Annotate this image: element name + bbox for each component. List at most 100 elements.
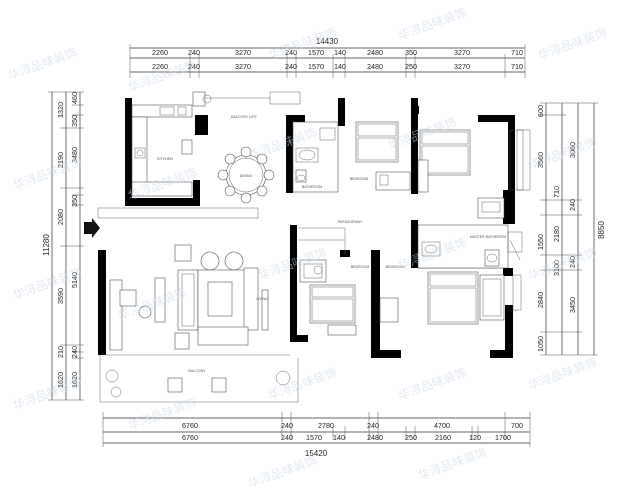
dim-label: 2160 — [435, 433, 451, 442]
dim-label: 240 — [188, 62, 200, 71]
left-dimension-lines — [48, 91, 84, 401]
dim-label: 2480 — [367, 433, 383, 442]
dim-label: 1050 — [536, 336, 545, 352]
dim-label: 2180 — [552, 226, 561, 242]
dim-label: 710 — [511, 62, 523, 71]
bathroom1-label: BATHROOM — [302, 185, 323, 189]
dim-label: 710 — [511, 48, 523, 57]
right-dims-outer: 600 3560 2180 3100 2840 1050 — [536, 105, 561, 352]
dim-label: 1620 — [70, 372, 79, 388]
dim-label: 1320 — [56, 102, 65, 118]
dim-label: 1570 — [308, 62, 324, 71]
balcony-bottom-furniture — [105, 369, 291, 398]
entrance-arrow-icon — [84, 218, 100, 238]
dim-label: 240 — [281, 421, 293, 430]
dim-label: 350 — [405, 48, 417, 57]
bedroom3-label: BEDROOM — [386, 265, 405, 269]
watermark-text: 华浔品味装饰 — [396, 365, 468, 403]
top-dims-row2: 2260 240 3270 240 1570 140 2480 250 3270… — [152, 62, 523, 71]
living-label: LIVING — [256, 297, 268, 301]
bedroom-right-furniture — [417, 129, 505, 219]
dim-label: 1550 — [536, 234, 545, 250]
watermark-text: 华浔品味装饰 — [526, 355, 598, 393]
dim-label: 2260 — [152, 62, 168, 71]
watermark-text: 华浔品味装饰 — [11, 155, 83, 193]
dining-table — [217, 146, 275, 204]
dim-label: 1570 — [306, 433, 322, 442]
dim-label: 3100 — [552, 260, 561, 276]
dim-label: 3270 — [235, 62, 251, 71]
dim-label: 3270 — [454, 48, 470, 57]
watermark-text: 华浔品味装饰 — [396, 5, 468, 43]
dim-label: 240 — [281, 433, 293, 442]
dim-label: 2260 — [152, 48, 168, 57]
bathroom-1-fixtures — [292, 121, 339, 193]
left-overall-dim: 11280 — [42, 234, 51, 256]
watermark-text: 华浔品味装饰 — [6, 45, 78, 83]
left-dims-outer: 1320 2190 2080 3590 1620 — [56, 102, 65, 388]
dim-label: 350 — [70, 195, 79, 207]
top-dimension-lines — [129, 44, 526, 78]
dim-label: 2080 — [56, 209, 65, 225]
dim-label: 2780 — [318, 421, 334, 430]
dim-label: 240 — [367, 421, 379, 430]
dining-label: DINING — [240, 174, 253, 178]
kitchen-fixtures — [131, 91, 212, 197]
watermark-text: 华浔品味装饰 — [416, 445, 488, 483]
living-room-furniture — [109, 244, 269, 351]
dim-label: 5140 — [70, 272, 79, 288]
bedroom-1-furniture — [355, 121, 411, 191]
dim-label: 140 — [334, 62, 346, 71]
watermark-text: 华浔品味装饰 — [246, 453, 318, 491]
top-overall-dim: 14430 — [316, 37, 339, 46]
right-dimension-lines — [540, 102, 598, 356]
dim-label: 600 — [536, 105, 545, 117]
dim-label: 3590 — [56, 288, 65, 304]
master-bath-fixtures — [417, 224, 523, 269]
dim-label: 2840 — [536, 292, 545, 308]
dim-label: 240 — [285, 48, 297, 57]
dim-label: 4700 — [434, 421, 450, 430]
bedroom1-label: BEDROOM — [350, 177, 369, 181]
top-dims-row1: 2260 240 3270 240 1570 140 2480 350 3270… — [152, 48, 523, 57]
dim-label: 460 — [70, 92, 79, 104]
dim-label: 240 — [70, 346, 79, 358]
dim-label: 240 — [188, 48, 200, 57]
balcony-top-label: BALCONY LIFE — [231, 115, 257, 119]
kitchen-label: KITCHEN — [157, 157, 173, 161]
bedroom-2-furniture — [299, 259, 357, 336]
watermark-text: 华浔品味装饰 — [11, 375, 83, 413]
dim-label: 140 — [333, 433, 345, 442]
master-bath-label: MASTER BATHROOM — [470, 235, 506, 239]
dim-label: 6760 — [182, 433, 198, 442]
dim-label: 2480 — [367, 62, 383, 71]
dim-label: 250 — [405, 433, 417, 442]
watermark-text: 华浔品味装饰 — [266, 365, 338, 403]
dim-label: 700 — [511, 421, 523, 430]
right-overall-dim: 8850 — [597, 221, 606, 239]
dim-label: 1620 — [56, 372, 65, 388]
dim-label: 240 — [568, 199, 577, 211]
dim-label: 3480 — [70, 147, 79, 163]
dim-label: 3450 — [568, 297, 577, 313]
dim-label: 210 — [56, 346, 65, 358]
dim-label: 3270 — [235, 48, 251, 57]
watermark-text: 华浔品味装饰 — [536, 25, 608, 63]
bedroom-3-furniture — [379, 271, 505, 325]
dim-label: 1570 — [308, 48, 324, 57]
dim-label: 120 — [469, 433, 481, 442]
bottom-dims-row2: 6760 240 1570 140 2480 250 2160 120 1700 — [182, 433, 511, 442]
bottom-dimension-lines — [102, 412, 531, 447]
bottom-overall-dim: 15420 — [305, 449, 328, 458]
dim-label: 2190 — [56, 152, 65, 168]
dim-label: 6760 — [182, 421, 198, 430]
dim-label: 140 — [334, 48, 346, 57]
passageway-label: PASSAGEWAY — [338, 220, 363, 224]
left-dims-inner: 460 350 3480 350 5140 240 1620 210 — [56, 92, 79, 388]
dim-label: 350 — [70, 115, 79, 127]
dim-label: 240 — [285, 62, 297, 71]
bedroom2-label: BEDROOM — [351, 265, 370, 269]
right-dims-inner: 3060 240 1550 240 3450 710 — [536, 142, 577, 313]
